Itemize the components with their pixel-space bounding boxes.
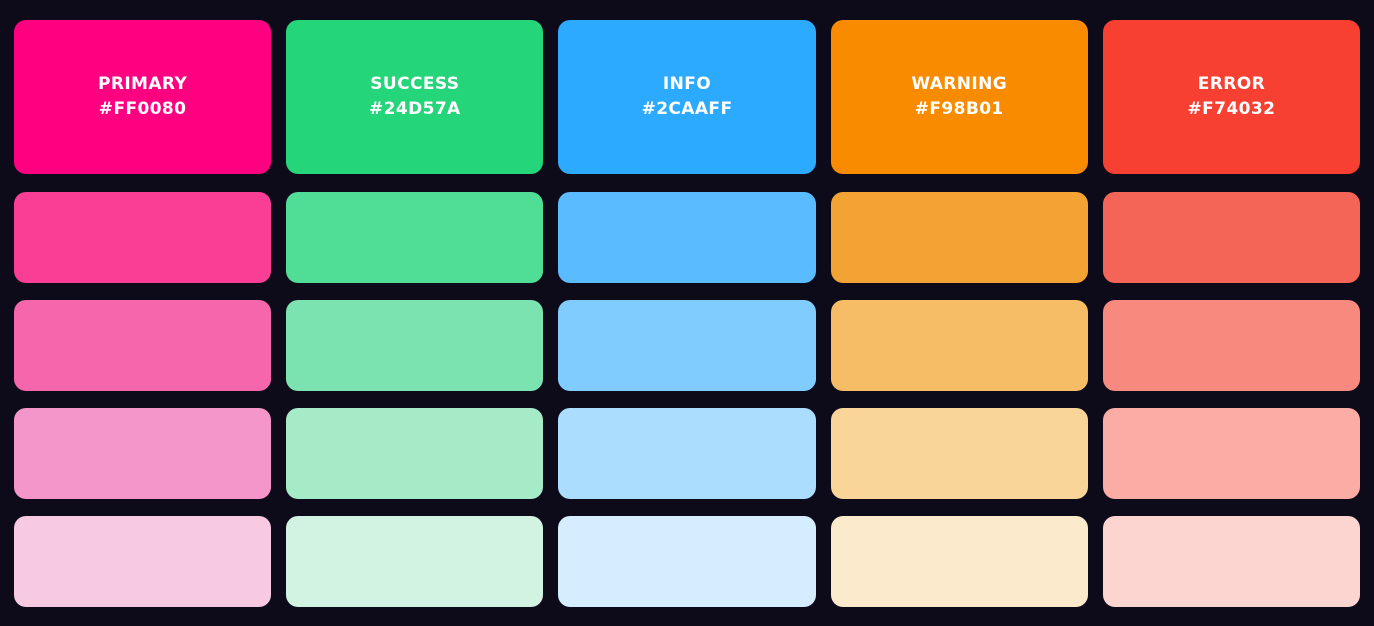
swatch-label-hex: #F98B01 — [914, 99, 1004, 119]
palette-base-row: PRIMARY #FF0080 SUCCESS #24D57A INFO #2C… — [14, 20, 1361, 174]
tint-swatch-error-4[interactable] — [1102, 516, 1361, 607]
palette-tint-row-2 — [14, 300, 1361, 391]
swatch-label-hex: #24D57A — [368, 99, 461, 119]
palette-tint-row-4 — [14, 516, 1361, 607]
tint-swatch-success-2[interactable] — [286, 300, 544, 391]
swatch-label-name: WARNING — [911, 74, 1008, 95]
swatch-label-name: SUCCESS — [370, 74, 460, 95]
tint-swatch-info-4[interactable] — [558, 516, 816, 607]
color-swatch-warning[interactable]: WARNING #F98B01 — [830, 20, 1088, 174]
tint-swatch-warning-3[interactable] — [830, 408, 1088, 499]
color-swatch-error[interactable]: ERROR #F74032 — [1102, 20, 1361, 174]
palette-tint-row-1 — [14, 192, 1361, 283]
palette-tint-row-3 — [14, 408, 1361, 499]
color-swatch-primary[interactable]: PRIMARY #FF0080 — [14, 20, 272, 174]
color-swatch-info[interactable]: INFO #2CAAFF — [558, 20, 816, 174]
tint-swatch-primary-4[interactable] — [14, 516, 272, 607]
color-swatch-success[interactable]: SUCCESS #24D57A — [286, 20, 544, 174]
swatch-label-hex: #FF0080 — [98, 99, 187, 119]
tint-swatch-success-1[interactable] — [286, 192, 544, 283]
tint-swatch-primary-3[interactable] — [14, 408, 272, 499]
tint-swatch-warning-1[interactable] — [830, 192, 1088, 283]
swatch-label-hex: #F74032 — [1187, 99, 1276, 119]
swatch-label-name: INFO — [662, 74, 712, 95]
tint-swatch-primary-1[interactable] — [14, 192, 272, 283]
swatch-label-hex: #2CAAFF — [641, 99, 733, 119]
tint-swatch-info-3[interactable] — [558, 408, 816, 499]
tint-swatch-error-1[interactable] — [1102, 192, 1361, 283]
tint-swatch-primary-2[interactable] — [14, 300, 272, 391]
tint-swatch-info-1[interactable] — [558, 192, 816, 283]
tint-swatch-success-3[interactable] — [286, 408, 544, 499]
tint-swatch-info-2[interactable] — [558, 300, 816, 391]
tint-swatch-error-3[interactable] — [1102, 408, 1361, 499]
tint-swatch-success-4[interactable] — [286, 516, 544, 607]
tint-swatch-error-2[interactable] — [1102, 300, 1361, 391]
swatch-label-name: PRIMARY — [97, 74, 188, 95]
tint-swatch-warning-2[interactable] — [830, 300, 1088, 391]
tint-swatch-warning-4[interactable] — [830, 516, 1088, 607]
swatch-label-name: ERROR — [1197, 74, 1266, 95]
